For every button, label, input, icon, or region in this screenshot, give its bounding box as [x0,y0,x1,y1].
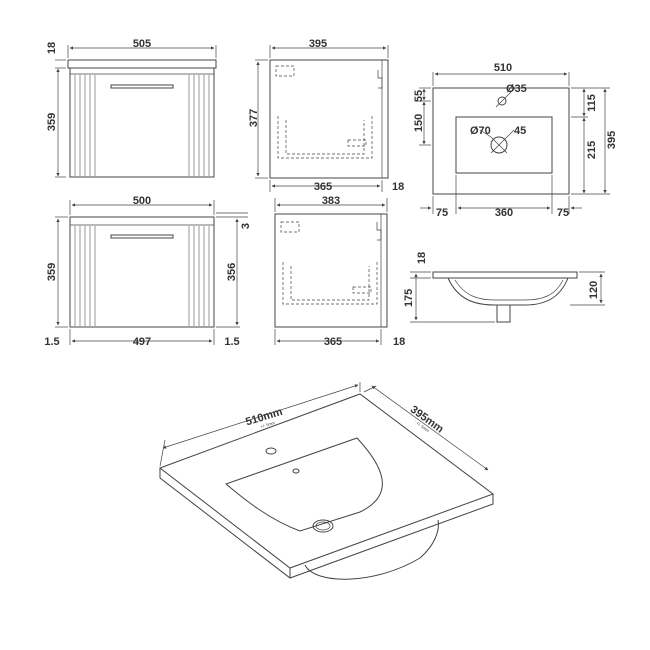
dim-iso-depth [371,385,489,471]
dim-side-width-bottom-label: 383 [322,195,340,207]
trap-top [377,70,383,89]
isometric-view: 510mm +/- 5mm 395mm +/- 5mm [158,382,495,580]
dim-width-bottom-label: 500 [133,195,151,207]
basin-waste [496,304,511,323]
dim-side-depth-bottom-label: 365 [324,336,342,348]
basin-lip [432,271,578,279]
dim-gap-label: 3 [240,223,252,229]
dim-bowl-section-label: 120 [588,281,600,299]
drawer-box-top [277,116,373,159]
hole-label: Ø35 [506,83,527,95]
dim-side-left-label: 1.5 [44,336,59,348]
dim-depth-top-label: 115 [586,94,598,112]
fluted-left [74,75,96,176]
basin-outline [432,87,570,195]
dim-worktop-label: 18 [46,42,58,54]
dim-left-offset-label: 55 [413,90,425,102]
dim-bowl-front-label: 215 [586,141,598,159]
dim-iso-width-tol: +/- 5mm [260,420,276,429]
dim-bowl-width-label: 360 [495,207,513,219]
trap-bottom [376,222,382,241]
dim-margin-left-label: 75 [436,207,448,219]
angle-label: 45 [514,125,526,137]
dim-width-top-label: 505 [133,38,151,50]
iso-bowl-underside [304,519,439,580]
drawer-runner-top [347,139,367,147]
dim-plan-depth-label: 395 [606,131,618,149]
dim-side-height-top-label: 377 [248,109,260,127]
dim-height-left-bottom-label: 359 [46,263,58,281]
iso-basin-top [158,393,495,569]
basin-bowl [447,277,569,306]
basin-section: 18 175 120 [403,252,605,323]
bowl-outline [455,116,553,174]
worktop [67,59,217,69]
dim-plan-width-label: 510 [494,62,512,74]
side-bracket-top [275,65,295,77]
side-cabinet-bottom [274,213,388,328]
dim-height-top-label: 359 [46,113,58,131]
fluted-right [188,75,210,176]
dim-height-right-bottom-label: 356 [226,263,238,281]
side-view-top: 395 377 365 18 [248,38,404,193]
iso-waste [312,519,334,533]
dim-iso-width [162,384,359,449]
dim-inner-label: 497 [133,336,151,348]
dim-side-right-label: 1.5 [224,336,239,348]
tap-hole [497,96,507,106]
drawer-runner-bottom [352,286,372,294]
waste-label: Ø70 [470,125,491,137]
dim-side-depth-top-label: 365 [314,181,332,193]
side-bracket-bottom [280,221,300,233]
drawer-handle-bottom [110,234,174,239]
iso-overflow [292,468,300,474]
fluted-right-bottom [188,226,210,326]
front-view-bottom: 500 3 359 356 1.5 497 1.5 [44,195,252,348]
drawer-handle [110,84,174,89]
side-cabinet [269,59,389,179]
plan-view: Ø35 Ø70 45 510 55 150 115 215 395 75 360… [413,62,618,219]
drawer-box-bottom [282,262,378,305]
fluted-left-bottom [74,226,96,326]
waste-outlet [490,136,508,154]
side-view-bottom: 383 365 18 [274,195,405,348]
dim-side-back-top-label: 18 [392,181,404,193]
dim-lip-label: 18 [416,252,428,264]
cabinet-body-bottom [69,216,215,328]
dim-overall-label: 175 [403,289,415,307]
dim-bowl-depth-label: 150 [413,114,425,132]
dim-side-width-top-label: 395 [309,38,327,50]
dim-side-back-bottom-label: 18 [393,336,405,348]
cabinet-body [69,67,215,178]
front-view-top: 505 359 18 [46,38,217,178]
dim-margin-right-label: 75 [557,207,569,219]
